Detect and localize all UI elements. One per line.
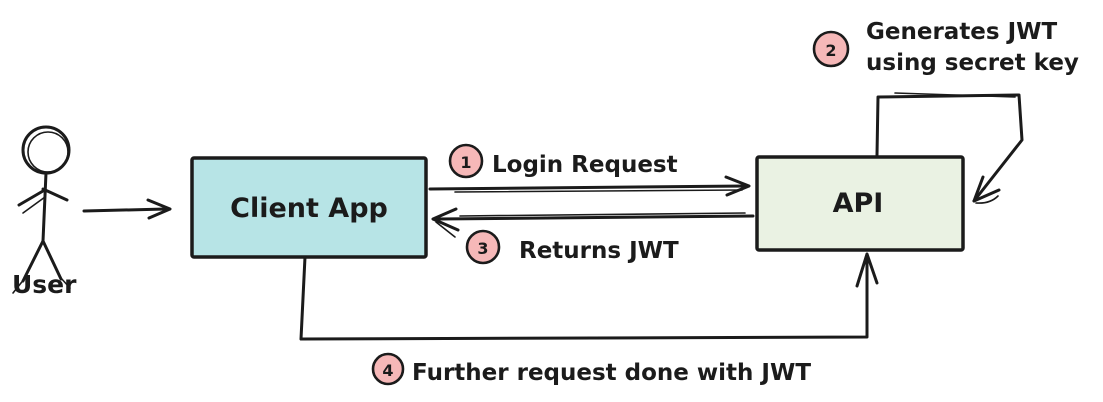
stick-figure-right-foot: [59, 276, 71, 289]
stick-figure-head-sketch: [27, 131, 69, 173]
user-to-client-arrow: [82, 198, 172, 220]
login-request-arrow: 1 Login Request: [428, 143, 751, 197]
further-request-arrow: 4 Further request done with JWT: [299, 252, 879, 386]
step-1-badge: [448, 143, 484, 179]
stick-figure-right-leg: [41, 239, 63, 281]
generate-jwt-self-loop: 2 Generates JWT using secret key: [812, 19, 1079, 204]
arrowhead-flick: [975, 195, 999, 204]
user-actor-figure: User: [12, 125, 77, 299]
step-2-number: 2: [825, 41, 836, 60]
step-3-number: 3: [477, 239, 488, 258]
generates-jwt-label-line2: using secret key: [866, 50, 1079, 76]
stick-figure-right-arm: [41, 187, 69, 202]
further-request-label: Further request done with JWT: [412, 360, 811, 386]
arrowhead-up-icon: [855, 252, 879, 288]
arrowhead-flick: [435, 221, 456, 238]
step-2-badge: [812, 30, 850, 68]
client-app-label: Client App: [230, 193, 388, 224]
arrowhead-right-icon: [146, 198, 172, 220]
generates-jwt-label-line1: Generates JWT: [866, 19, 1058, 45]
stick-figure-body: [41, 171, 48, 243]
returns-jwt-arrow: 3 Returns JWT: [431, 207, 755, 265]
arrowhead-right-icon: [724, 175, 751, 197]
user-label: User: [12, 270, 77, 299]
stick-figure-left-leg: [21, 239, 45, 283]
api-label: API: [833, 188, 884, 219]
api-node: API: [755, 155, 965, 252]
step-3-badge: [465, 229, 501, 265]
step-4-badge: [371, 352, 405, 386]
arrowhead-down-left-icon: [972, 175, 1001, 203]
stick-figure-arm-sketch: [22, 196, 46, 214]
client-app-box: [190, 156, 428, 259]
returns-jwt-label: Returns JWT: [519, 238, 679, 264]
api-box: [755, 155, 965, 252]
client-app-node: Client App: [190, 156, 428, 259]
login-request-label: Login Request: [492, 152, 678, 178]
stick-figure-left-arm: [17, 189, 45, 207]
arrowhead-left-icon: [431, 207, 460, 232]
step-4-number: 4: [382, 361, 393, 380]
step-1-number: 1: [460, 153, 471, 172]
stick-figure-left-foot: [12, 277, 26, 294]
